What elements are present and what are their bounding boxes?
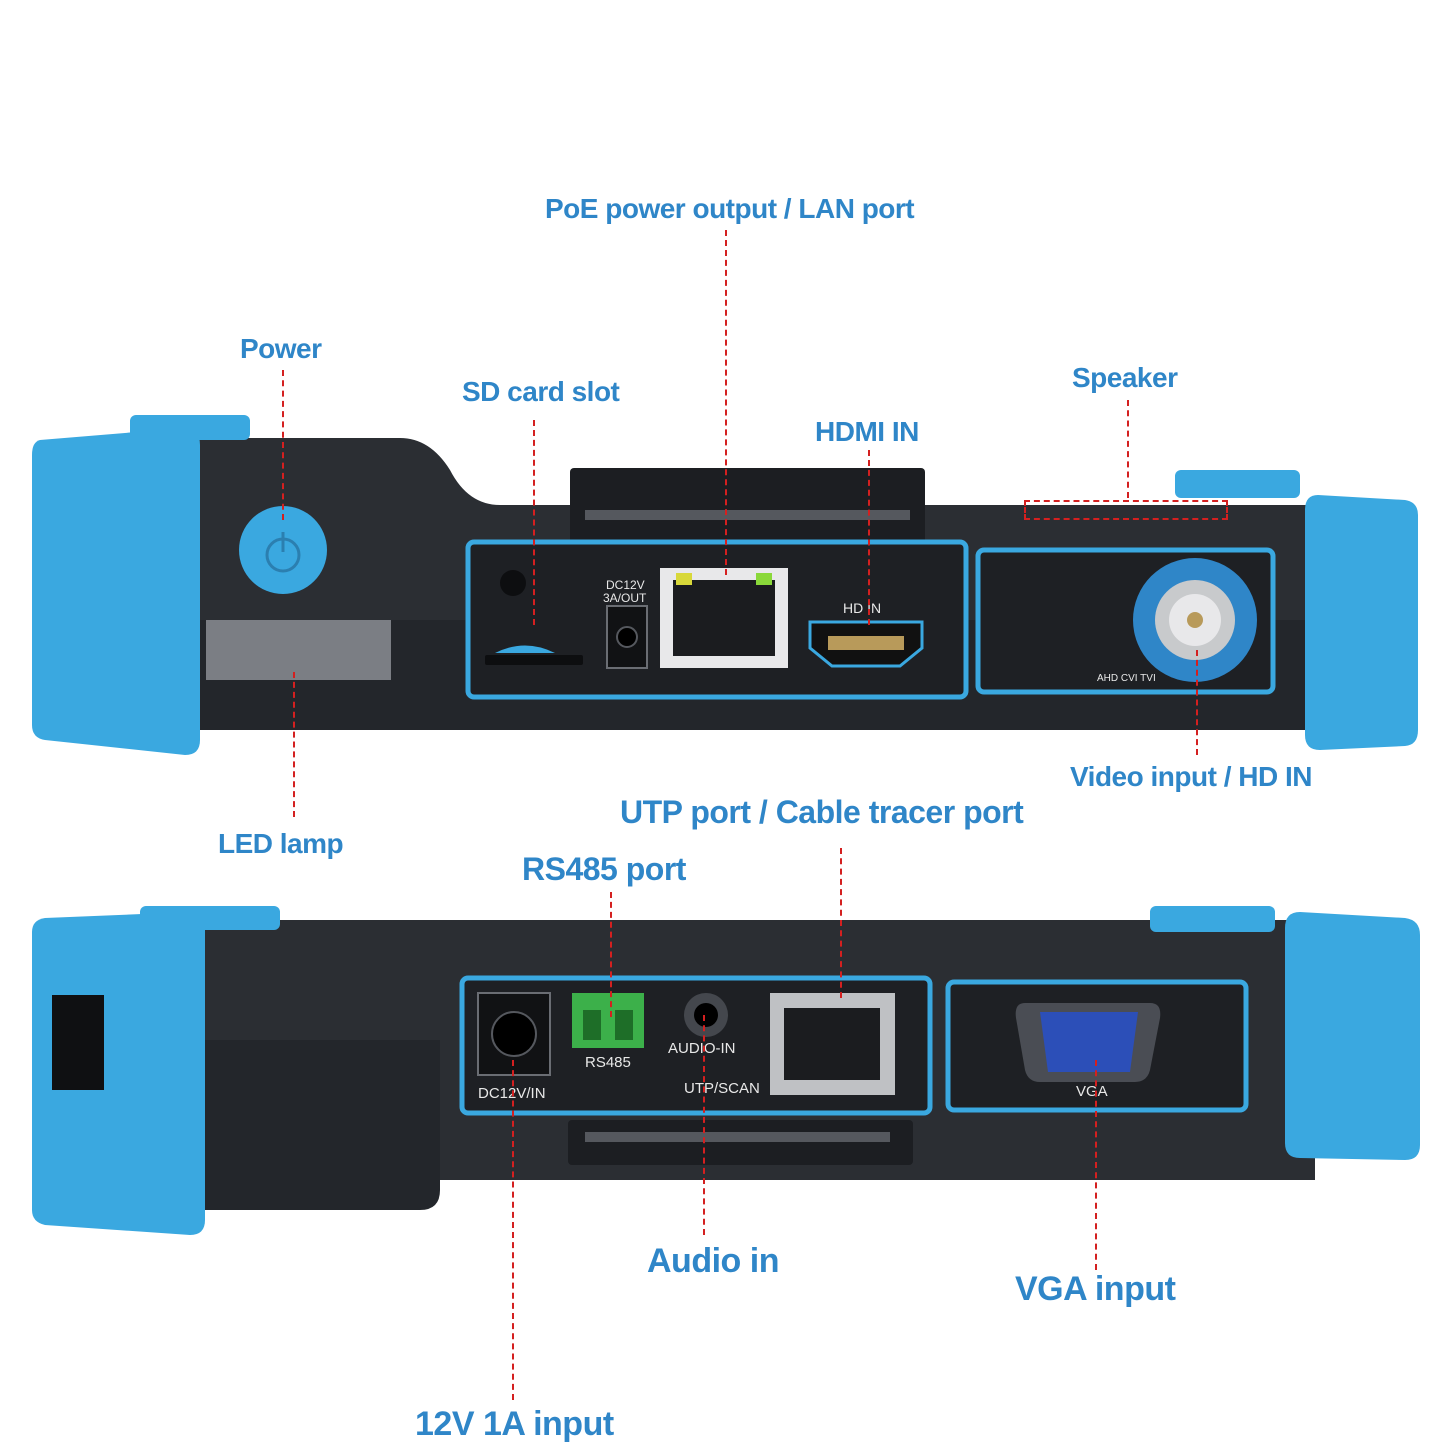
leader-vga [1095, 1060, 1097, 1270]
callout-speaker: Speaker [1072, 362, 1178, 393]
left-bumper [32, 428, 200, 755]
silk-rs485: RS485 [585, 1054, 631, 1071]
leader-power [282, 370, 284, 520]
right-bumper [1305, 495, 1418, 750]
callout-sd-card: SD card slot [462, 376, 620, 407]
leader-poe [725, 230, 727, 575]
silk-hd-in: HD IN [843, 600, 882, 616]
callout-hdmi: HDMI IN [815, 416, 919, 447]
led-lamp-window [206, 620, 391, 680]
silk-dc-in: DC12V/IN [478, 1085, 546, 1102]
leader-rs485 [610, 892, 612, 1017]
silk-vga: VGA [1076, 1083, 1108, 1100]
silk-analog-formats: AHD CVI TVI [1097, 673, 1156, 684]
callout-video: Video input / HD IN [1070, 761, 1312, 792]
callout-vga: VGA input [1015, 1270, 1176, 1308]
leader-led [293, 672, 295, 817]
leader-speaker [1127, 400, 1129, 498]
callout-utp: UTP port / Cable tracer port [620, 794, 1024, 830]
leader-hdmi [868, 450, 870, 625]
speaker-highlight-box [1024, 500, 1228, 520]
callout-audio: Audio in [647, 1242, 779, 1280]
silk-dc-out-2: 3A/OUT [603, 591, 647, 605]
bottom-right-bumper [1285, 912, 1420, 1160]
leader-video [1196, 650, 1198, 755]
silk-dc-out-1: DC12V [606, 578, 645, 592]
bottom-clip [568, 1120, 913, 1165]
callout-led: LED lamp [218, 828, 344, 859]
callout-dc: 12V 1A input [415, 1405, 614, 1443]
silk-audio-in: AUDIO-IN [668, 1040, 736, 1057]
silk-utp-scan: UTP/SCAN [684, 1080, 760, 1097]
bottom-device-illustration [32, 906, 1420, 1235]
top-device-illustration [32, 415, 1418, 755]
leader-utp [840, 848, 842, 998]
rs485-terminal [572, 993, 644, 1048]
bottom-left-bumper [32, 912, 205, 1235]
sd-card-slot [485, 655, 583, 665]
leader-dc [512, 1060, 514, 1400]
callout-rs485: RS485 port [522, 851, 686, 887]
strap-slot [52, 995, 104, 1090]
callout-poe-lan: PoE power output / LAN port [545, 193, 915, 224]
callout-power: Power [240, 333, 322, 364]
top-clip [570, 468, 925, 548]
leader-sd-card [533, 420, 535, 625]
leader-audio [703, 1015, 705, 1235]
